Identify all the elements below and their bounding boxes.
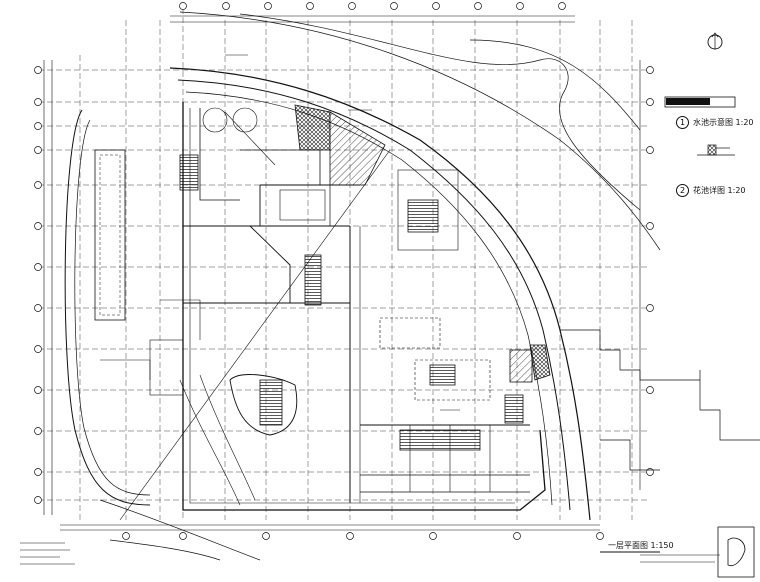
detail-2-number: 2	[676, 184, 689, 197]
hatched-areas	[294, 104, 551, 383]
axis-bubbles	[34, 2, 654, 540]
diagonal-lines	[119, 111, 391, 521]
title-block	[600, 96, 755, 578]
detail-1-title: 水池示意图 1:20	[693, 118, 754, 127]
main-drawing-title: 一层平面图 1:150	[608, 541, 674, 550]
room-fixtures	[100, 107, 491, 436]
stairs	[179, 154, 524, 451]
detail-1-sketch	[697, 144, 735, 156]
axis-grid	[38, 8, 650, 520]
north-arrow-icon	[707, 32, 723, 50]
detail-1-title-bar	[666, 98, 711, 105]
site-curves	[99, 11, 760, 561]
dimension-lines	[43, 15, 641, 531]
west-wing	[64, 109, 151, 506]
annotation-leaders	[20, 54, 720, 565]
detail-1-number: 1	[676, 116, 689, 129]
detail-2-title: 花池详图 1:20	[693, 186, 746, 195]
